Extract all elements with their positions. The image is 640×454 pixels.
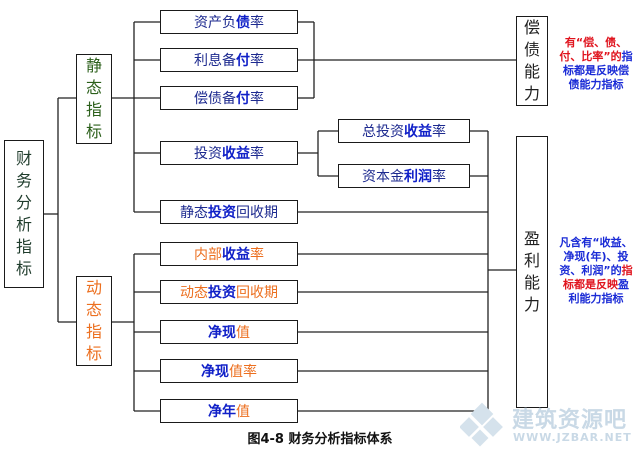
item-total-investment-return-rate: 总投资收益率 <box>338 119 470 143</box>
item-interest-coverage-ratio: 利息备付率 <box>160 48 298 72</box>
watermark-url: WWW.JZBAR.NET <box>513 431 632 444</box>
solvency-ability-box: 偿债 能力 <box>516 16 548 106</box>
watermark-logo-icon <box>460 402 503 447</box>
item-asset-liability-ratio: 资产负债率 <box>160 10 298 34</box>
item-net-present-value: 净现值 <box>160 320 298 344</box>
dynamic-indicators-box: 动态 指标 <box>76 276 112 366</box>
watermark-text: 建筑资源吧 <box>512 408 628 433</box>
figure-caption: 图4-8 财务分析指标体系 <box>247 432 393 447</box>
profitability-box: 盈利 能力 <box>516 136 548 408</box>
note-solvency: 有“偿、债、付、比率”的指标都是反映偿债能力指标 <box>559 36 633 91</box>
item-static-payback-period: 静态投资回收期 <box>160 200 298 224</box>
item-return-on-investment: 投资收益率 <box>160 141 298 165</box>
note-profitability: 凡含有“收益、净现(年)、投资、利润”的指标都是反映盈利能力指标 <box>559 236 633 305</box>
item-dynamic-payback-period: 动态投资回收期 <box>160 280 298 304</box>
item-internal-rate-of-return: 内部收益率 <box>160 242 298 266</box>
item-net-annual-value: 净年值 <box>160 399 298 423</box>
item-net-present-value-rate: 净现值率 <box>160 359 298 383</box>
root-financial-indicators: 财务分 析指标 <box>4 140 44 288</box>
item-capital-profit-rate: 资本金利润率 <box>338 164 470 188</box>
static-indicators-box: 静态 指标 <box>76 54 112 144</box>
item-debt-service-coverage-ratio: 偿债备付率 <box>160 86 298 110</box>
